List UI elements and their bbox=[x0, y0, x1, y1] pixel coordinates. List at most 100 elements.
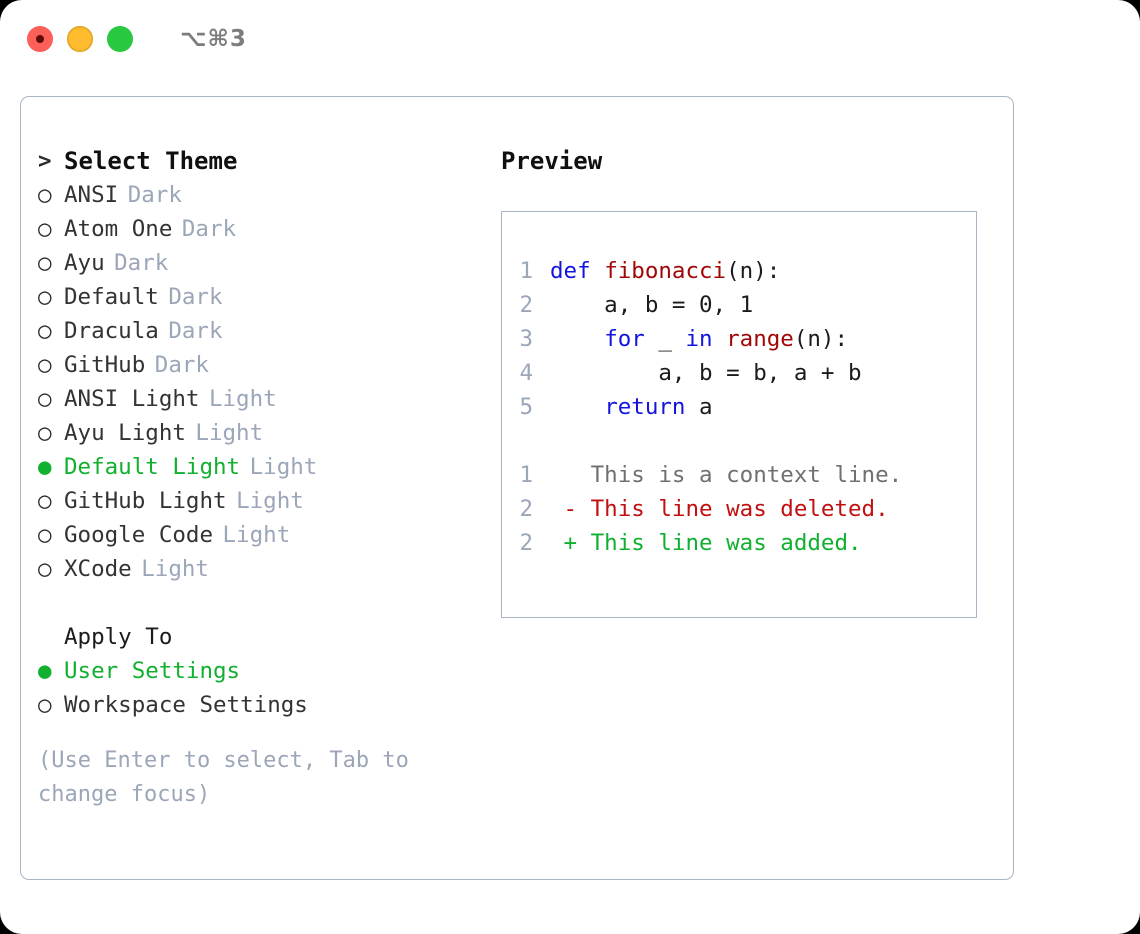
code-token: This is a context line. bbox=[550, 462, 903, 488]
radio-unselected-icon: ○ bbox=[38, 556, 52, 582]
theme-variant-badge: Light bbox=[249, 454, 318, 480]
line-number: 3 bbox=[519, 326, 533, 352]
code-token: return bbox=[604, 394, 686, 420]
close-button[interactable] bbox=[27, 26, 53, 52]
line-number: 5 bbox=[519, 394, 533, 420]
title-bar: ⌥⌘3 bbox=[0, 0, 1140, 78]
code-token: (n): bbox=[793, 326, 849, 352]
code-line: 2 a, b = 0, 1 bbox=[516, 288, 902, 322]
code-token: def bbox=[550, 258, 605, 284]
theme-name-label: Google Code bbox=[64, 522, 214, 548]
maximize-button[interactable] bbox=[107, 26, 133, 52]
theme-list-item[interactable]: ○ Dracula Dark bbox=[38, 314, 478, 348]
theme-variant-badge: Dark bbox=[168, 318, 223, 344]
code-token: a, b = b, a + b bbox=[550, 360, 862, 386]
code-line: 1 This is a context line. bbox=[516, 458, 902, 492]
theme-list-item[interactable]: ○ Ayu Light Light bbox=[38, 416, 478, 450]
theme-list-item[interactable]: ○ ANSI Dark bbox=[38, 178, 478, 212]
minimize-button[interactable] bbox=[67, 26, 93, 52]
apply-to-options: ● User Settings ○Workspace Settings bbox=[38, 654, 478, 722]
radio-unselected-icon: ○ bbox=[38, 250, 52, 276]
theme-name-label: XCode bbox=[64, 556, 132, 582]
code-line: 3 for _ in range(n): bbox=[516, 322, 902, 356]
code-token: (n): bbox=[726, 258, 781, 284]
recording-dot-icon bbox=[36, 35, 44, 43]
line-number: 2 bbox=[519, 530, 533, 556]
theme-variant-badge: Dark bbox=[154, 352, 209, 378]
theme-variant-badge: Light bbox=[195, 420, 264, 446]
preview-title: Preview bbox=[501, 147, 603, 175]
apply-to-header: ○ Apply To bbox=[38, 620, 478, 654]
theme-variant-badge: Light bbox=[222, 522, 291, 548]
radio-unselected-icon: ○ bbox=[38, 182, 52, 208]
theme-variant-badge: Dark bbox=[114, 250, 169, 276]
line-number: 1 bbox=[519, 258, 533, 284]
code-token: + This line was added. bbox=[550, 530, 862, 556]
radio-unselected-icon: ○ bbox=[38, 352, 52, 378]
theme-variant-badge: Dark bbox=[168, 284, 223, 310]
radio-unselected-icon: ○ bbox=[38, 318, 52, 344]
theme-name-label: Ayu bbox=[64, 250, 105, 276]
radio-unselected-icon: ○ bbox=[38, 216, 52, 242]
code-token: in bbox=[685, 326, 713, 352]
theme-name-label: Ayu Light bbox=[64, 420, 186, 446]
line-number: 4 bbox=[519, 360, 533, 386]
code-token: for bbox=[604, 326, 645, 352]
code-line: 1 def fibonacci(n): bbox=[516, 254, 902, 288]
apply-to-option-label: User Settings bbox=[64, 658, 241, 684]
radio-unselected-icon: ○ bbox=[38, 522, 52, 548]
radio-selected-icon: ● bbox=[38, 454, 52, 480]
theme-list-item[interactable]: ● Default Light Light bbox=[38, 450, 478, 484]
code-token: a bbox=[685, 394, 713, 420]
theme-name-label: GitHub bbox=[64, 352, 146, 378]
list-spacer bbox=[38, 586, 478, 620]
code-token: - This line was deleted. bbox=[550, 496, 889, 522]
code-line: 4 a, b = b, a + b bbox=[516, 356, 902, 390]
theme-list-item[interactable]: ○ Google Code Light bbox=[38, 518, 478, 552]
radio-unselected-icon: ○ bbox=[38, 284, 52, 310]
theme-variant-badge: Dark bbox=[181, 216, 237, 242]
prompt-caret-icon: > bbox=[38, 148, 52, 174]
theme-name-label: Default bbox=[64, 284, 159, 310]
code-token: range bbox=[726, 326, 794, 352]
apply-to-option-label: Workspace Settings bbox=[64, 692, 308, 718]
radio-unselected-icon: ○ bbox=[38, 420, 52, 446]
code-line: 5 return a bbox=[516, 390, 902, 424]
line-number: 1 bbox=[519, 462, 533, 488]
keyboard-shortcut-label: ⌥⌘3 bbox=[180, 26, 247, 52]
theme-name-label: Dracula bbox=[64, 318, 159, 344]
code-token bbox=[713, 326, 727, 352]
code-token bbox=[550, 394, 604, 420]
select-theme-header: > Select Theme bbox=[38, 144, 478, 178]
theme-list-item[interactable]: ○ Ayu Dark bbox=[38, 246, 478, 280]
apply-to-label: Apply To bbox=[64, 624, 173, 650]
code-token: a, b = 0, 1 bbox=[550, 292, 754, 318]
theme-name-label: GitHub Light bbox=[64, 488, 227, 514]
theme-list-item[interactable]: ○ Default Dark bbox=[38, 280, 478, 314]
keyboard-hint-text: (Use Enter to select, Tab to change focu… bbox=[38, 748, 409, 807]
theme-variant-badge: Dark bbox=[127, 182, 182, 208]
theme-name-label: Default Light bbox=[64, 454, 241, 480]
radio-selected-icon: ● bbox=[38, 658, 52, 684]
radio-unselected-icon: ○ bbox=[38, 488, 52, 514]
theme-list-item[interactable]: ○ GitHub Dark bbox=[38, 348, 478, 382]
apply-to-option[interactable]: ● User Settings bbox=[38, 654, 478, 688]
code-line: 2 + This line was added. bbox=[516, 526, 902, 560]
apply-to-option[interactable]: ○Workspace Settings bbox=[38, 688, 478, 722]
code-token: fibonacci bbox=[604, 258, 727, 284]
window-controls bbox=[27, 26, 133, 52]
radio-unselected-icon: ○ bbox=[38, 386, 52, 412]
code-line: 2 - This line was deleted. bbox=[516, 492, 902, 526]
theme-variant-badge: Light bbox=[208, 386, 277, 412]
theme-name-label: ANSI bbox=[64, 182, 119, 208]
